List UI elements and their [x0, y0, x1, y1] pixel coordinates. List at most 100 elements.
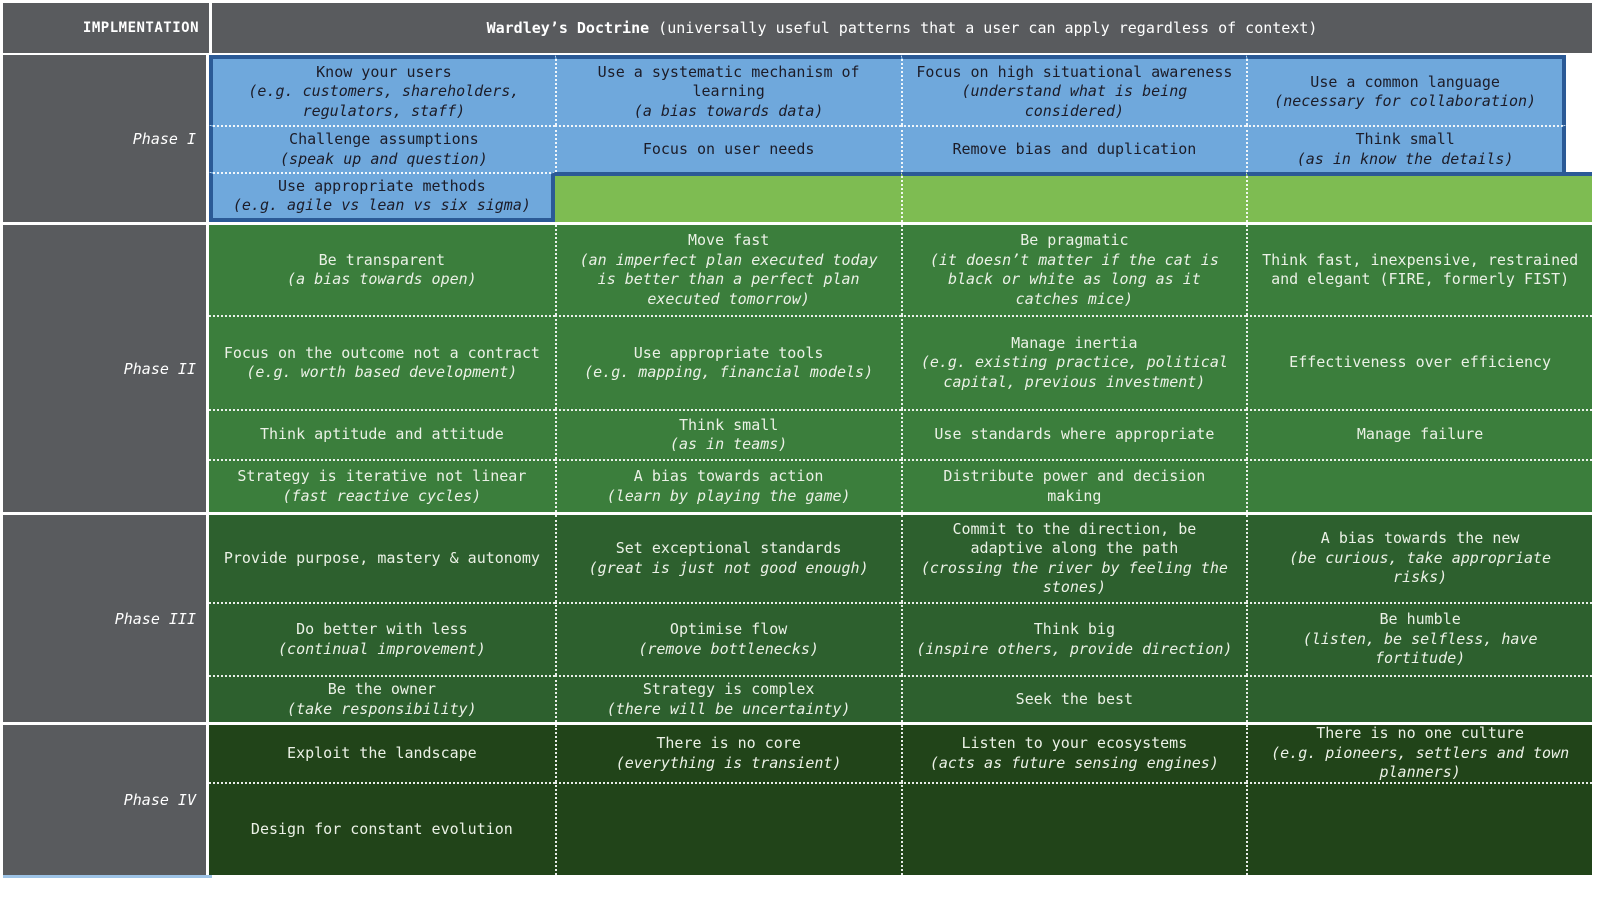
doctrine-cell-text: Challenge assumptions(speak up and quest… — [280, 130, 488, 168]
doctrine-cell-text: Be humble(listen, be selfless, have fort… — [1302, 610, 1538, 668]
doctrine-cell: Know your users(e.g. customers, sharehol… — [209, 55, 555, 125]
phase-blocks: Phase I Know your users(e.g. customers, s… — [3, 55, 1592, 875]
doctrine-cell-text: Optimise flow(remove bottlenecks) — [638, 620, 819, 658]
doctrine-cell: Be humble(listen, be selfless, have fort… — [1246, 602, 1592, 675]
doctrine-cell: Listen to your ecosystems(acts as future… — [900, 725, 1247, 782]
phase-row-1: Phase I Know your users(e.g. customers, s… — [3, 55, 1592, 222]
doctrine-cell: A bias towards the new(be curious, take … — [1246, 515, 1592, 602]
doctrine-cell-text: A bias towards the new(be curious, take … — [1289, 529, 1552, 587]
doctrine-cell-empty — [1246, 172, 1592, 222]
doctrine-cell-empty — [900, 782, 1247, 875]
phase-row-4: Phase IV Exploit the landscape There is no… — [3, 722, 1592, 875]
implementation-header: IMPLMENTATION — [3, 3, 209, 53]
doctrine-cell-text: Focus on high situational awareness (und… — [916, 62, 1233, 120]
blue-block-gutter — [1566, 125, 1592, 172]
doctrine-cell-text: Be transparent(a bias towards open) — [287, 250, 477, 289]
doctrine-cell-text: Think big(inspire others, provide direct… — [916, 620, 1233, 658]
doctrine-cell-text: Provide purpose, mastery & autonomy — [223, 548, 540, 567]
doctrine-cell-text: Focus on the outcome not a contract (e.g… — [223, 343, 540, 382]
doctrine-cell-text: Use standards where appropriate — [934, 425, 1215, 444]
doctrine-cell: Distribute power and decision making — [900, 459, 1247, 512]
doctrine-cell-text: Strategy is iterative not linear(fast re… — [237, 467, 527, 505]
doctrine-table: IMPLMENTATION Wardley’s Doctrine (univer… — [3, 3, 1592, 878]
doctrine-cell-text: Strategy is complex(there will be uncert… — [606, 680, 851, 718]
doctrine-cell-empty — [554, 782, 901, 875]
doctrine-cell-text: Think fast, inexpensive, restrained and … — [1262, 250, 1579, 289]
doctrine-cell: Use a common language(necessary for coll… — [1246, 55, 1566, 125]
blue-block-gutter — [1566, 55, 1592, 125]
bottom-accent-line — [3, 875, 212, 878]
phase-label: Phase II — [3, 225, 209, 512]
doctrine-cell: There is no core(everything is transient… — [554, 725, 901, 782]
doctrine-cell-text: There is no one culture(e.g. pioneers, s… — [1271, 724, 1570, 782]
doctrine-cell: Design for constant evolution — [209, 782, 555, 875]
doctrine-cell-text: Be pragmatic(it doesn’t matter if the ca… — [929, 231, 1219, 308]
doctrine-cell-empty — [900, 172, 1247, 222]
phase-label: Phase I — [3, 55, 209, 222]
phase-grid: Be transparent(a bias towards open) Move … — [209, 225, 1592, 512]
doctrine-cell: Strategy is iterative not linear(fast re… — [209, 459, 555, 512]
doctrine-title: Wardley’s Doctrine (universally useful p… — [212, 3, 1592, 53]
doctrine-cell-text: Exploit the landscape — [287, 743, 477, 762]
doctrine-cell: Manage inertia(e.g. existing practice, p… — [900, 315, 1247, 409]
doctrine-cell: Think big(inspire others, provide direct… — [900, 602, 1247, 675]
doctrine-cell-text: Distribute power and decision making — [943, 467, 1206, 505]
doctrine-cell: Use appropriate tools(e.g. mapping, fina… — [554, 315, 901, 409]
doctrine-cell: Use appropriate methods(e.g. agile vs le… — [209, 172, 555, 222]
doctrine-cell: Remove bias and duplication — [900, 125, 1247, 172]
doctrine-cell: Do better with less(continual improvemen… — [209, 602, 555, 675]
phase-grid: Provide purpose, mastery & autonomy Set e… — [209, 515, 1592, 722]
doctrine-cell: Seek the best — [900, 675, 1247, 722]
doctrine-cell-text: There is no core(everything is transient… — [615, 734, 842, 772]
doctrine-cell: Focus on user needs — [554, 125, 901, 172]
doctrine-cell: Move fast(an imperfect plan executed tod… — [554, 225, 901, 315]
doctrine-cell-text: Think small(as in know the details) — [1296, 130, 1514, 168]
doctrine-cell: Be pragmatic(it doesn’t matter if the ca… — [900, 225, 1247, 315]
doctrine-cell: Focus on high situational awareness (und… — [900, 55, 1247, 125]
doctrine-cell-text: Remove bias and duplication — [952, 139, 1197, 158]
doctrine-cell-text: Think aptitude and attitude — [259, 425, 504, 444]
doctrine-cell-text: Focus on user needs — [642, 139, 815, 158]
doctrine-cell-text: Use appropriate tools(e.g. mapping, fina… — [584, 343, 874, 382]
doctrine-title-bold: Wardley’s Doctrine — [486, 19, 650, 37]
doctrine-cell: Exploit the landscape — [209, 725, 555, 782]
doctrine-cell: Challenge assumptions(speak up and quest… — [209, 125, 555, 172]
phase-grid: Exploit the landscape There is no core(ev… — [209, 724, 1592, 875]
doctrine-cell: Think small(as in teams) — [554, 409, 901, 459]
doctrine-cell: Think small(as in know the details) — [1246, 125, 1566, 172]
doctrine-cell-text: Listen to your ecosystems(acts as future… — [929, 734, 1219, 772]
doctrine-cell-text: Be the owner(take responsibility) — [287, 680, 477, 718]
doctrine-cell: Provide purpose, mastery & autonomy — [209, 515, 555, 602]
doctrine-cell: Use a systematic mechanism of learning(a… — [554, 55, 901, 125]
phase-label: Phase IV — [3, 725, 209, 875]
phase-label: Phase III — [3, 515, 209, 722]
doctrine-cell: Use standards where appropriate — [900, 409, 1247, 459]
doctrine-cell-text: Use a systematic mechanism of learning(a… — [597, 62, 860, 120]
doctrine-cell: Effectiveness over efficiency — [1246, 315, 1592, 409]
doctrine-cell-text: Do better with less(continual improvemen… — [278, 620, 486, 658]
doctrine-cell-text: Effectiveness over efficiency — [1289, 353, 1552, 372]
doctrine-cell-empty — [1246, 782, 1592, 875]
doctrine-title-rest: (universally useful patterns that a user… — [649, 19, 1318, 37]
doctrine-cell-text: Commit to the direction, be adaptive alo… — [920, 519, 1228, 597]
doctrine-cell-empty — [1246, 459, 1592, 512]
doctrine-cell: Focus on the outcome not a contract (e.g… — [209, 315, 555, 409]
doctrine-cell: There is no one culture(e.g. pioneers, s… — [1246, 724, 1592, 782]
doctrine-cell: Strategy is complex(there will be uncert… — [554, 675, 901, 722]
doctrine-cell-text: Know your users(e.g. customers, sharehol… — [248, 62, 520, 120]
doctrine-cell: Optimise flow(remove bottlenecks) — [554, 602, 901, 675]
doctrine-cell-text: Use appropriate methods(e.g. agile vs le… — [232, 176, 531, 215]
doctrine-cell: Think aptitude and attitude — [209, 409, 555, 459]
doctrine-title-text: Wardley’s Doctrine (universally useful p… — [487, 19, 1318, 37]
doctrine-cell: Set exceptional standards(great is just … — [554, 515, 901, 602]
doctrine-cell-text: Design for constant evolution — [250, 819, 513, 838]
doctrine-cell: Be the owner(take responsibility) — [209, 675, 555, 722]
doctrine-cell-text: Use a common language(necessary for coll… — [1274, 72, 1537, 111]
doctrine-cell: Commit to the direction, be adaptive alo… — [900, 515, 1247, 602]
doctrine-cell: A bias towards action(learn by playing t… — [554, 459, 901, 512]
doctrine-cell-text: Set exceptional standards(great is just … — [588, 539, 869, 577]
doctrine-cell-empty — [1246, 675, 1592, 722]
doctrine-cell: Manage failure — [1246, 409, 1592, 459]
